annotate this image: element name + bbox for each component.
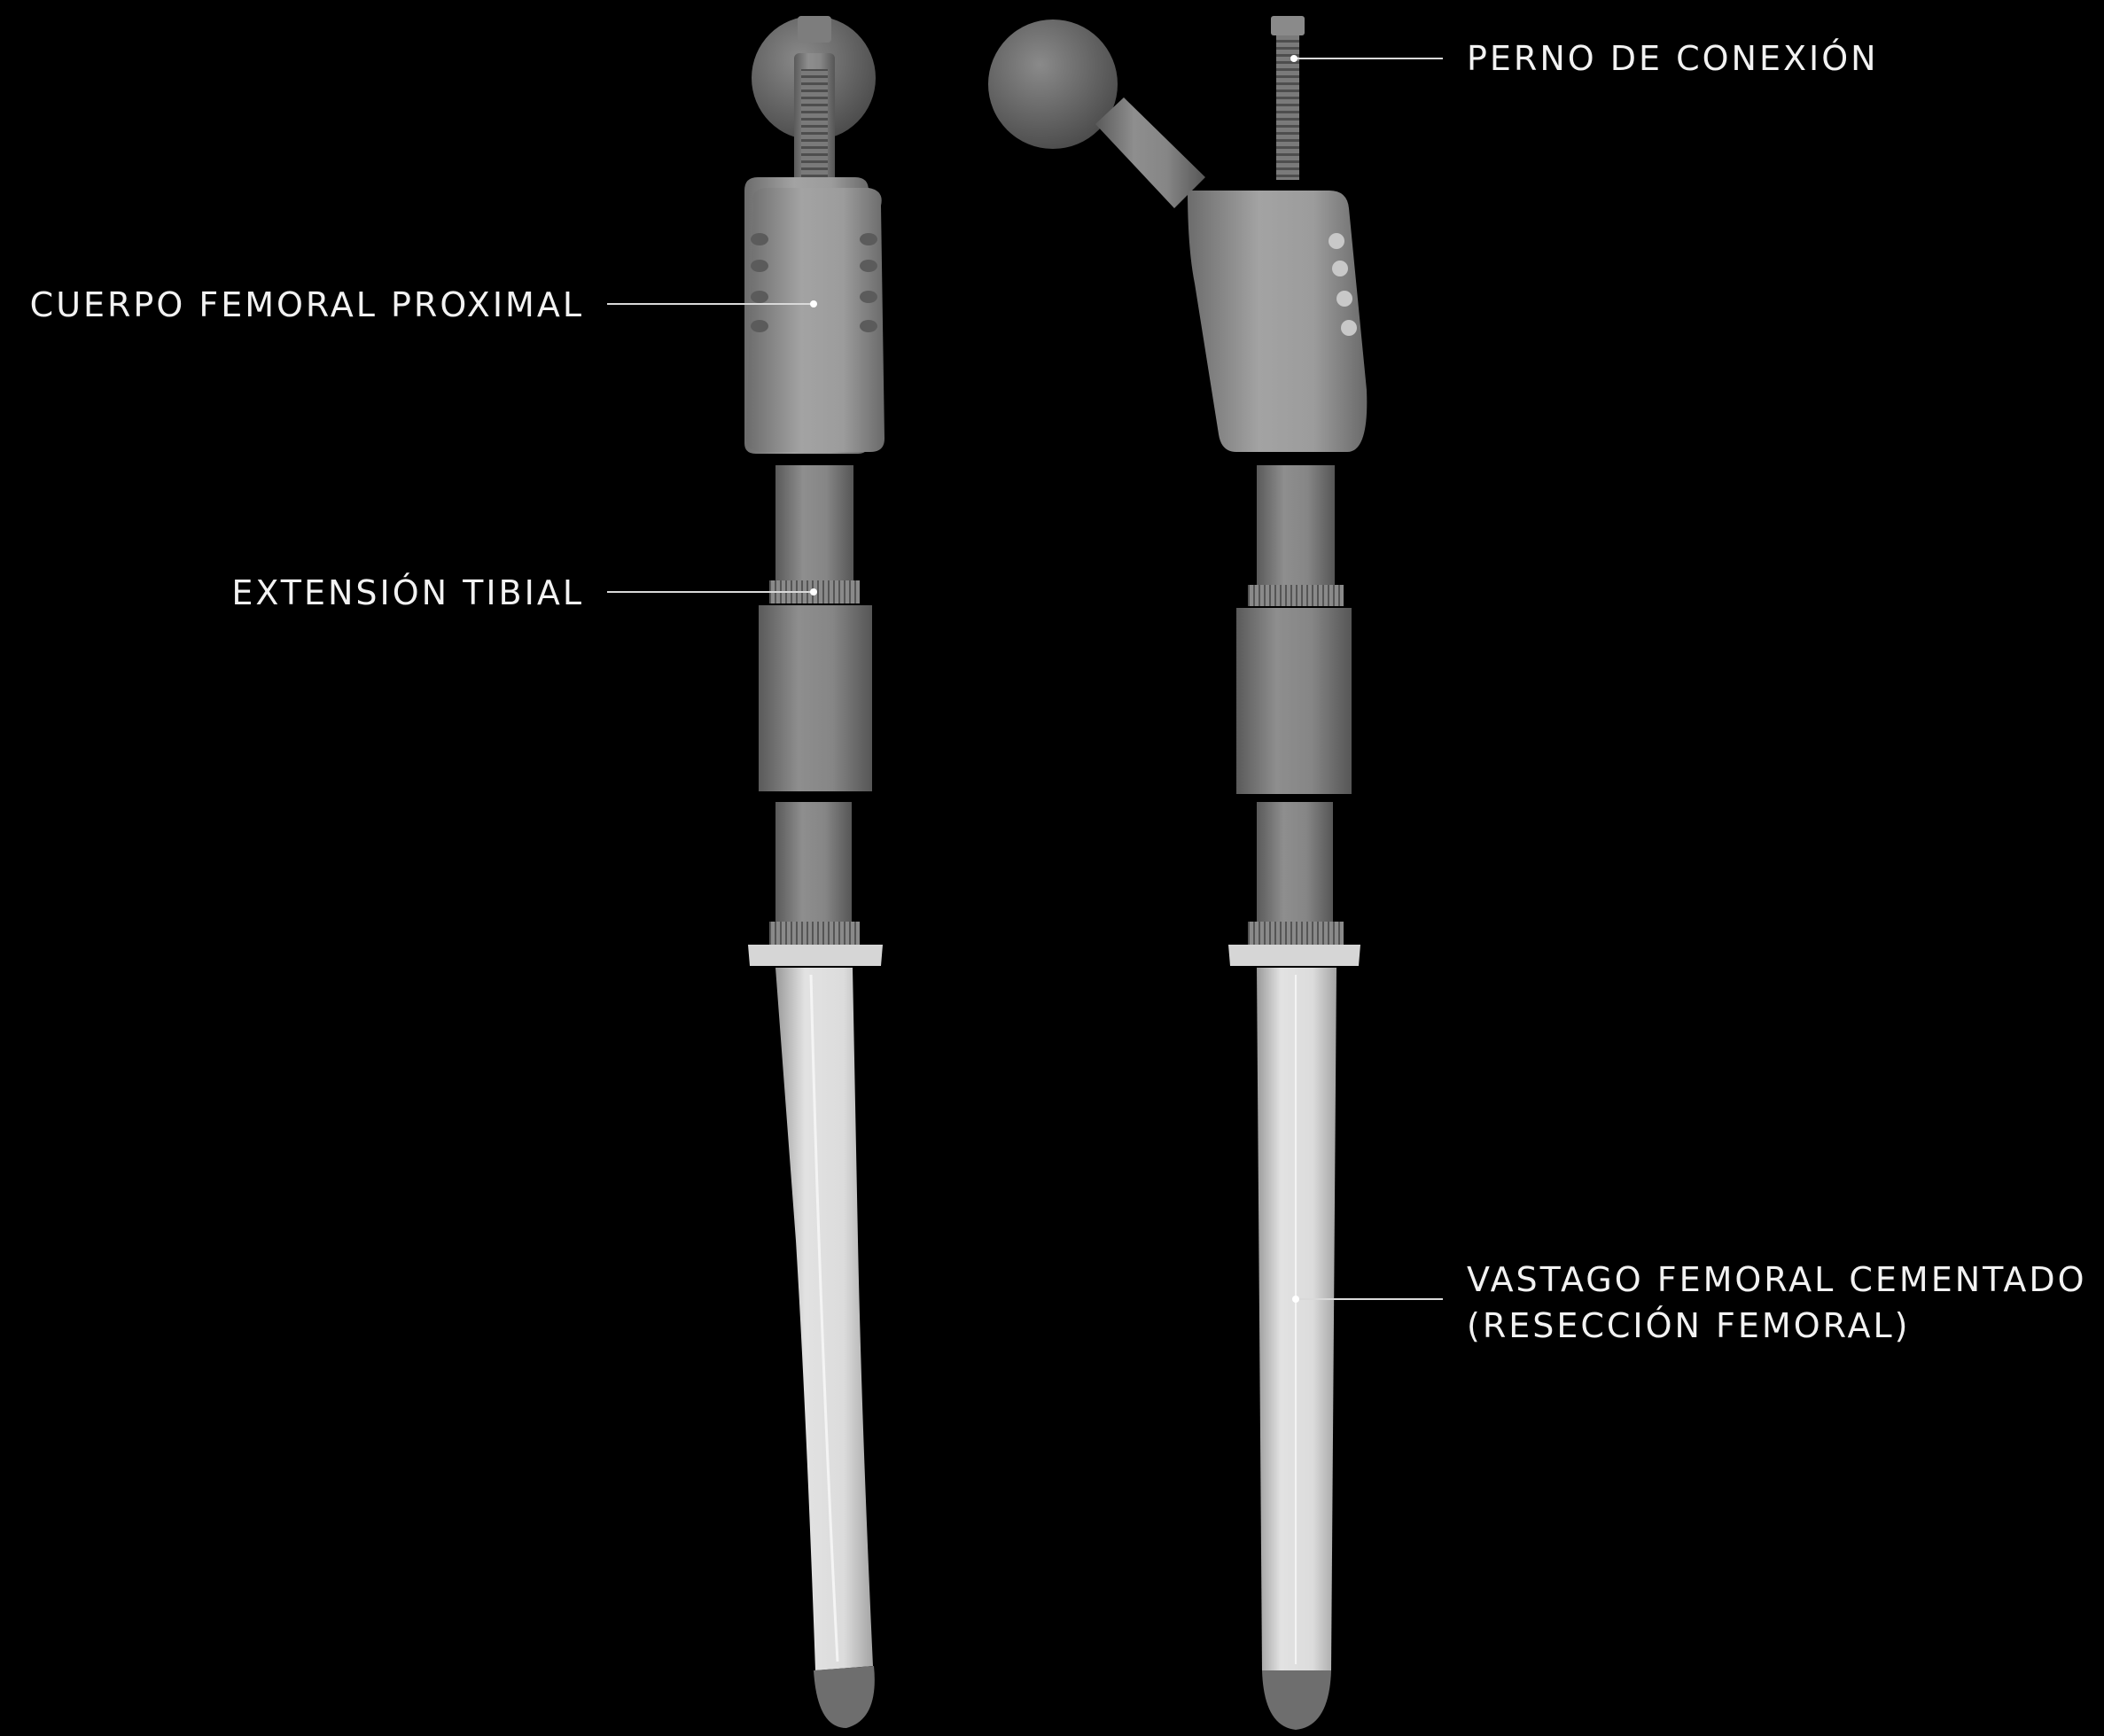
stem-collar-side xyxy=(1228,945,1360,966)
label-cemented-stem: VASTAGO FEMORAL CEMENTADO (RESECCIÓN FEM… xyxy=(1467,1257,2087,1349)
stem-collar-front xyxy=(748,945,883,966)
side-view-assembly xyxy=(988,16,1367,1730)
tibial-extension-front xyxy=(759,605,872,791)
threaded-bolt-front xyxy=(801,69,828,184)
label-connection-bolt: PERNO DE CONEXIÓN xyxy=(1467,35,1879,82)
cemented-stem-front xyxy=(775,968,873,1670)
extension-taper-upper-front xyxy=(775,465,853,580)
tibial-extension-side xyxy=(1236,608,1352,794)
label-tibial-extension: EXTENSIÓN TIBIAL xyxy=(231,570,584,616)
proximal-body-side xyxy=(1188,191,1367,452)
connection-bolt xyxy=(1276,16,1299,180)
femoral-head-side xyxy=(988,19,1118,149)
label-proximal-body: CUERPO FEMORAL PROXIMAL xyxy=(30,282,584,328)
front-view-assembly xyxy=(744,16,884,1728)
